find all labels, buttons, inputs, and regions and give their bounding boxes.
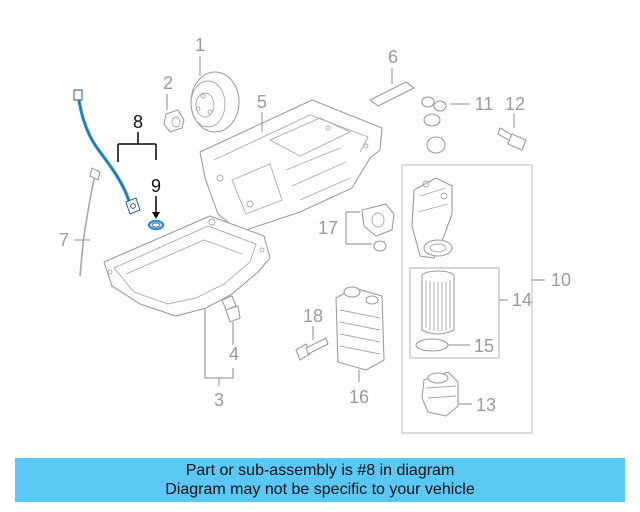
part-12-bolt: [497, 114, 527, 151]
callout-12: 12: [505, 94, 525, 114]
callout-18: 18: [303, 306, 323, 326]
callout-3: 3: [214, 390, 224, 410]
part-10-filter-assembly: [401, 164, 545, 434]
callout-7: 7: [59, 230, 69, 250]
part-18-bolt: [295, 326, 329, 361]
callout-14: 14: [512, 290, 532, 310]
part-7-guide-tube: [74, 167, 101, 277]
info-banner: Part or sub-assembly is #8 in diagram Di…: [15, 458, 625, 502]
callout-10: 10: [551, 270, 571, 290]
callout-2: 2: [163, 73, 173, 93]
banner-line-disclaimer: Diagram may not be specific to your vehi…: [165, 481, 475, 498]
part-3-lower-oil-pan: [103, 215, 271, 317]
part-6-cover: [368, 68, 416, 107]
callout-17: 17: [318, 218, 338, 238]
callout-11: 11: [475, 94, 494, 114]
callout-16: 16: [349, 387, 369, 407]
callout-15: 15: [474, 336, 494, 356]
callout-6: 6: [388, 47, 398, 67]
callout-13: 13: [476, 395, 496, 415]
part-17-fitting: [345, 203, 395, 252]
callout-9: 9: [151, 176, 161, 196]
part-5-upper-oil-pan: [199, 99, 383, 233]
part-1-pulley: [190, 71, 240, 133]
part-9-o-ring: [147, 219, 165, 231]
dipstick-body: [76, 90, 132, 206]
callout-8: 8: [133, 112, 143, 132]
part-11-seals: [421, 96, 470, 154]
part-16-oil-cooler: [335, 286, 385, 382]
callout-4: 4: [229, 344, 239, 364]
part-4-drain-plug: [221, 295, 241, 345]
parts-diagram: 1 2 5 6 11 12 8 9 7 17 10 14 15 13 18 4 …: [59, 35, 571, 434]
part-8-dipstick: [73, 89, 141, 215]
part-2-plug: [163, 109, 185, 133]
callout-1: 1: [195, 35, 205, 55]
banner-line-part: Part or sub-assembly is #8 in diagram: [185, 462, 455, 479]
callout-5: 5: [257, 92, 267, 112]
dipstick-outline: [77, 91, 131, 205]
